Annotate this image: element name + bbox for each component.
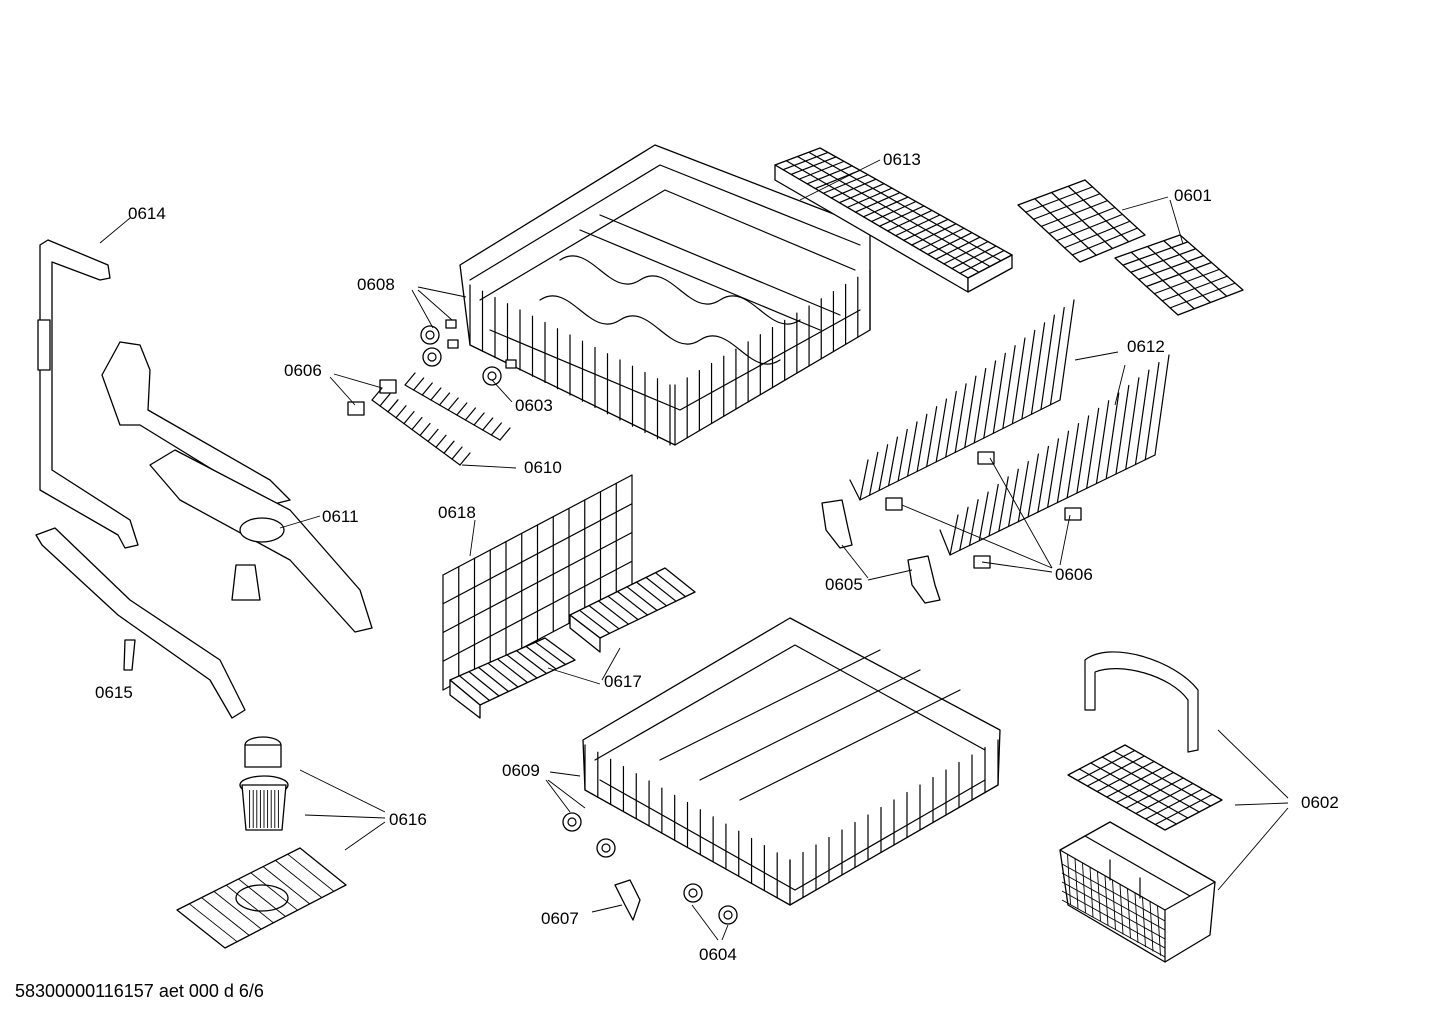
racks-0617 (449, 567, 696, 719)
label-0609: 0609 (502, 761, 540, 780)
label-0604: 0604 (699, 945, 737, 964)
label-0610: 0610 (524, 458, 562, 477)
label-0608: 0608 (357, 275, 395, 294)
spray-arm-0611 (149, 449, 373, 633)
label-0606-right: 0606 (1055, 565, 1093, 584)
label-0614: 0614 (128, 204, 166, 223)
clips-left (347, 372, 511, 466)
lower-basket (582, 617, 1001, 906)
label-0601: 0601 (1174, 186, 1212, 205)
drawing-number: 58300000116157 aet 000 d 6/6 (15, 981, 264, 1001)
label-0605: 0605 (825, 575, 863, 594)
label-0612: 0612 (1127, 337, 1165, 356)
leader-lines (99, 159, 1289, 941)
upper-basket (459, 144, 871, 446)
spray-arm-0615 (35, 527, 246, 719)
label-0617: 0617 (604, 672, 642, 691)
label-0603: 0603 (515, 396, 553, 415)
label-0616: 0616 (389, 810, 427, 829)
upper-wheels (420, 319, 517, 386)
label-0615: 0615 (95, 683, 133, 702)
part-labels: 0614 0608 0606 0603 0610 0611 0618 0615 … (95, 150, 1339, 964)
label-0606-left: 0606 (284, 361, 322, 380)
lower-wheels (562, 812, 738, 925)
label-0602: 0602 (1301, 793, 1339, 812)
label-0618: 0618 (438, 503, 476, 522)
tine-rows-0612 (849, 299, 1170, 556)
label-0607: 0607 (541, 909, 579, 928)
cup-rack-0601 (1017, 179, 1244, 316)
filter-0616 (176, 736, 347, 949)
spray-arm-pipe-0614 (37, 239, 139, 549)
label-0611: 0611 (322, 507, 359, 526)
cutlery-basket-0602 (1059, 651, 1223, 963)
label-0613: 0613 (883, 150, 921, 169)
spray-arm-upper (101, 341, 291, 506)
cutlery-tray-0613 (774, 147, 1013, 293)
